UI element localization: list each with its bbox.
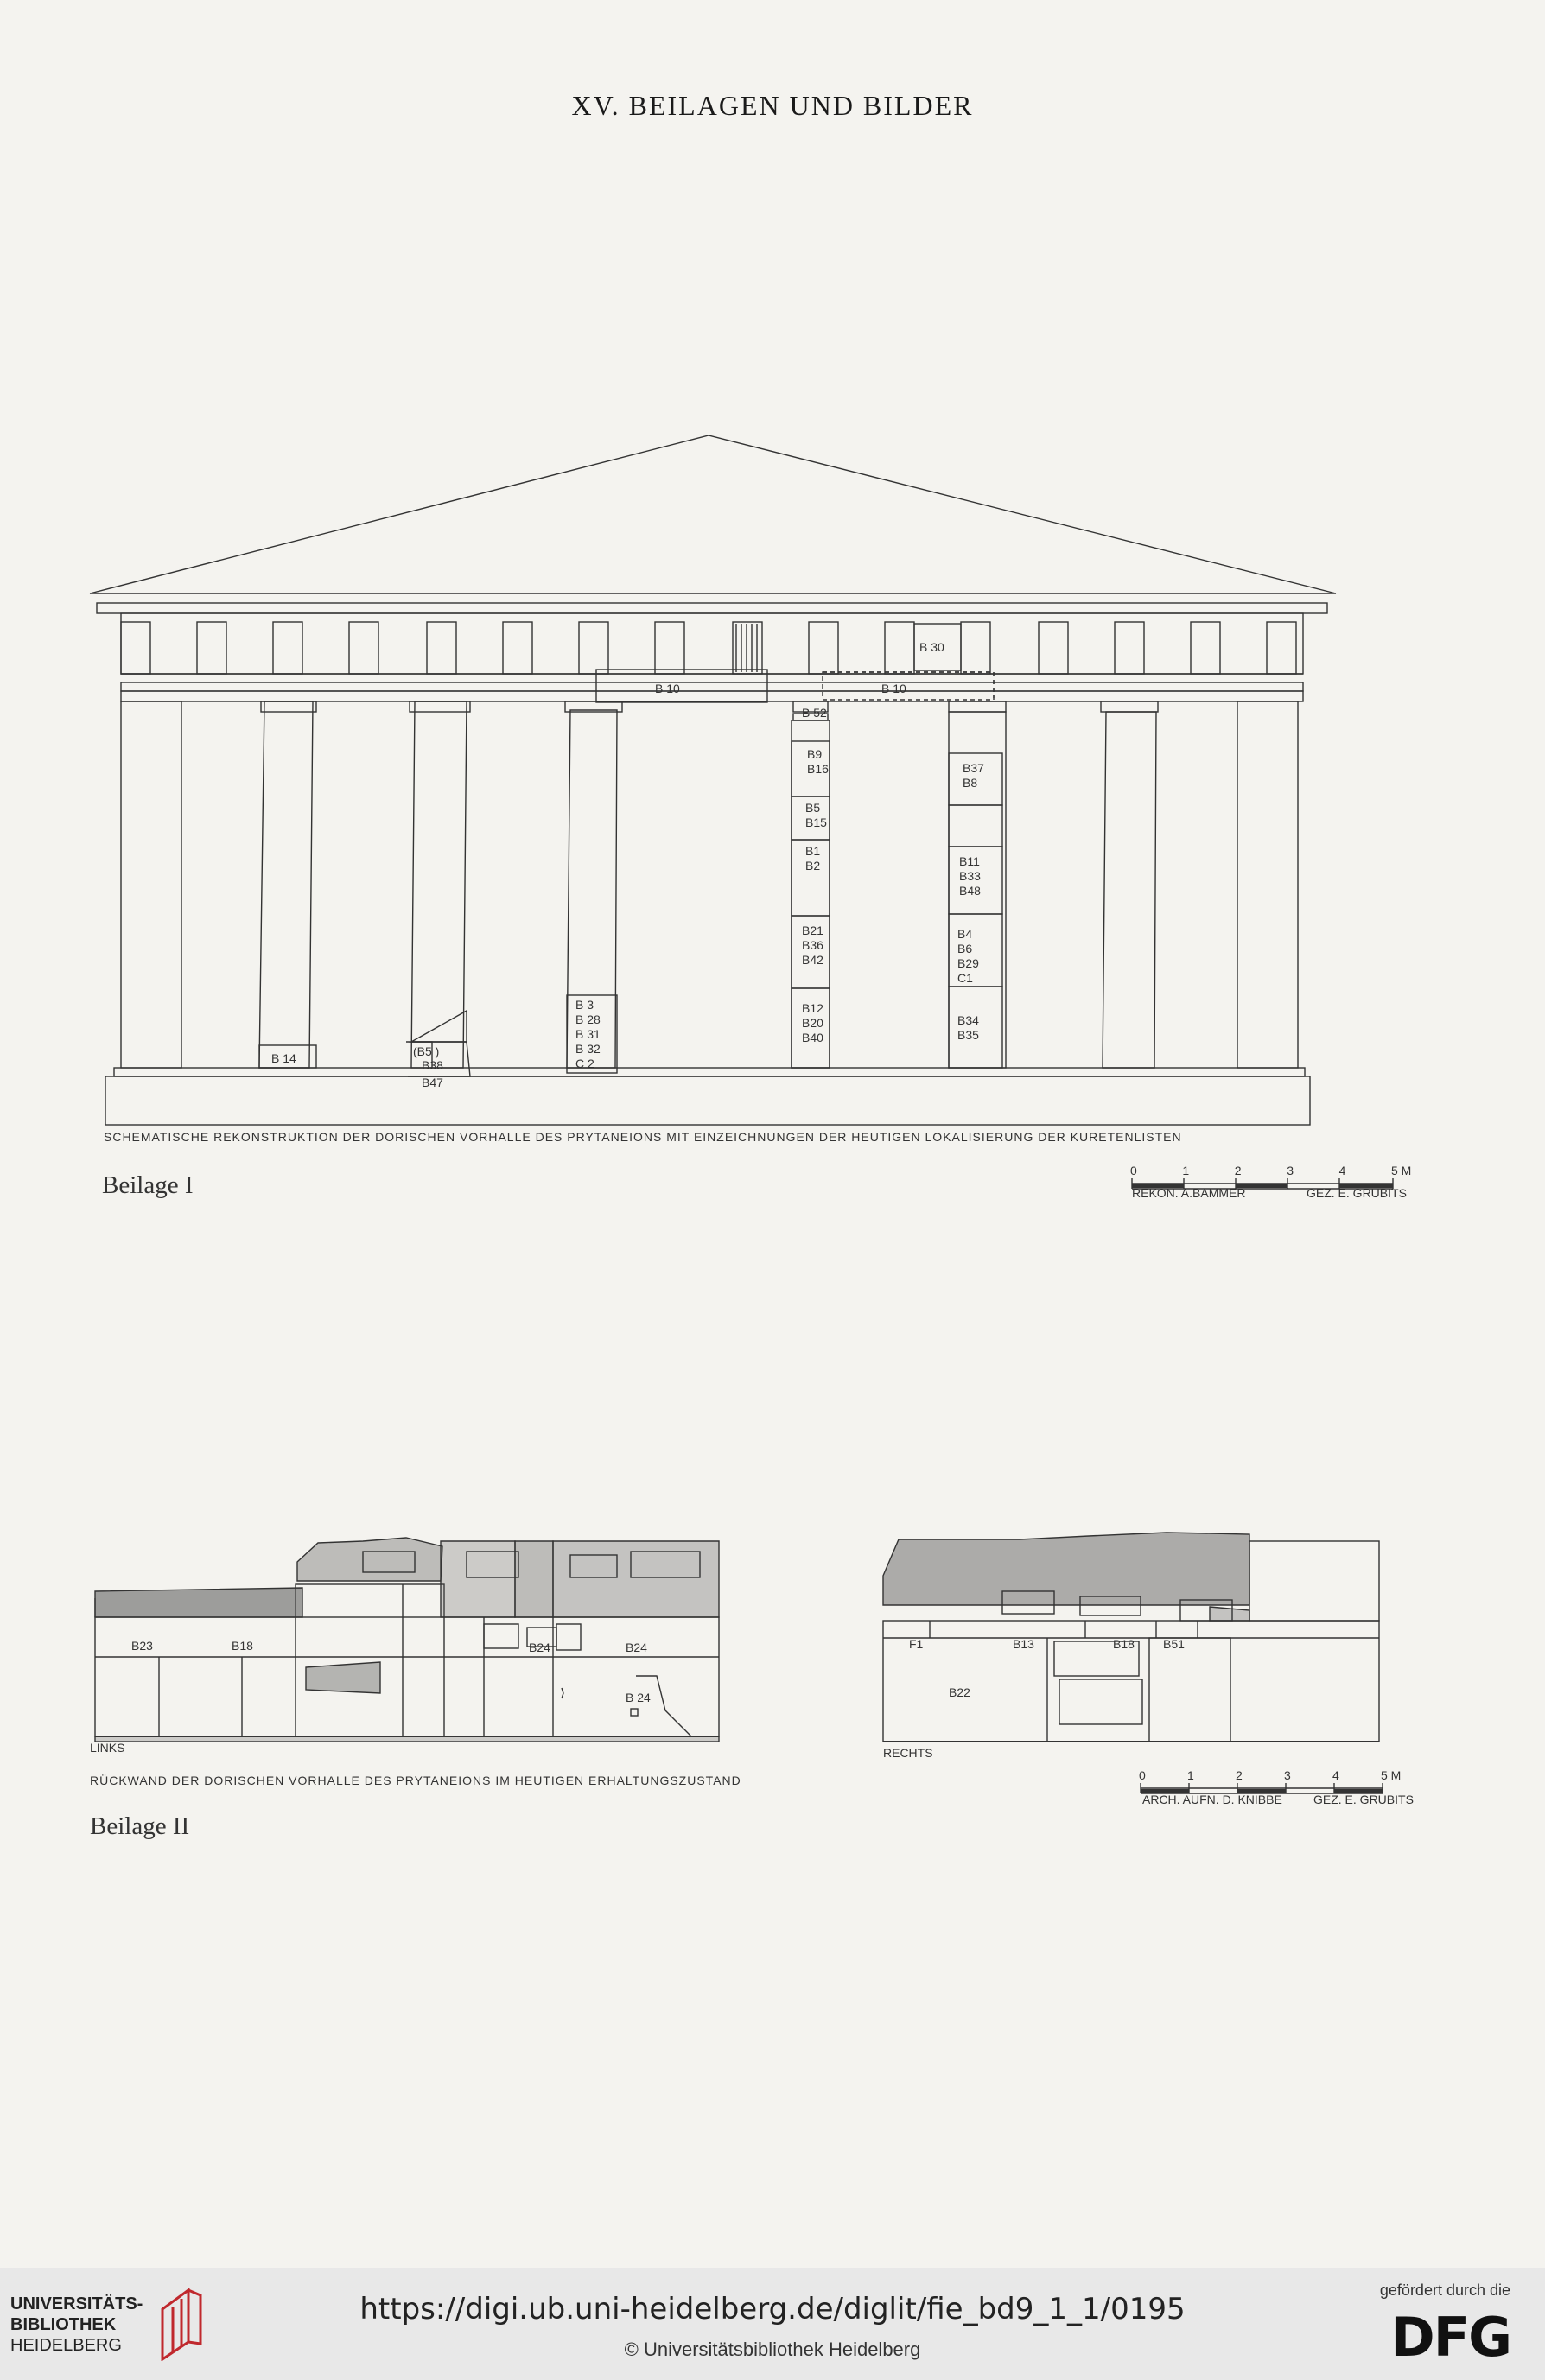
wall-left-label: LINKS [90,1741,124,1755]
temple-elevation [89,435,1337,1126]
block-b38: B38 [422,1058,443,1072]
triglyphs [120,621,1297,675]
block-b30: B 30 [919,640,944,654]
scale-tick-label: 1 [1187,1768,1194,1782]
wall-block-b18-right: B18 [1113,1637,1135,1651]
scale-tick-label: 0 [1130,1164,1137,1177]
scale-tick-label: 5 M [1391,1164,1411,1177]
scale-bar-1 [1131,1178,1394,1190]
wall-right [882,1532,1380,1742]
scale-tick-label: 3 [1287,1164,1294,1177]
scale-ticks-1: 0 1 2 3 4 5 M [1130,1164,1411,1177]
credit-1-left: REKON. A.BAMMER [1132,1186,1245,1200]
wall-labels: B23 B18 B24 B24 B 24 F1 B13 B18 B51 B22 … [90,1637,1185,1760]
wall-block-b24c: B 24 [626,1691,651,1704]
scale-tick-label: 4 [1339,1164,1346,1177]
scale-tick-label: 2 [1235,1164,1242,1177]
scale-tick-label: 1 [1182,1164,1189,1177]
wall-block-b13: B13 [1013,1637,1034,1651]
block-b10-left: B 10 [655,682,680,695]
scale-ticks-2: 0 1 2 3 4 5 M [1139,1768,1401,1782]
columns [120,701,1299,1069]
wall-block-b23: B23 [131,1639,153,1653]
scale-bar-2 [1140,1783,1383,1794]
plates-drawing: B 30 B 10 B 10 B 52 B 14 (B5 ) B38 B47 B… [89,435,1414,1806]
footer-bar: UNIVERSITÄTS- BIBLIOTHEK HEIDELBERG http… [0,2268,1545,2380]
library-logo-icon [161,2288,202,2361]
funding-label: gefördert durch die [1379,2282,1510,2299]
scale-tick-label: 2 [1236,1768,1243,1782]
block-b10-right: B 10 [881,682,906,695]
credit-1-right: GEZ. E. GRUBITS [1307,1186,1407,1200]
beilage1-label: Beilage I [102,1171,194,1199]
block-b52: B 52 [802,706,827,720]
scale-tick-label: 0 [1139,1768,1146,1782]
library-name: UNIVERSITÄTS- BIBLIOTHEK HEIDELBERG [10,2294,143,2355]
copyright-text: © Universitätsbibliothek Heidelberg [624,2339,921,2360]
block-labels-1: B 30 B 10 B 10 B 52 B 14 (B5 ) B38 B47 [271,640,944,1089]
wall-block-b51: B51 [1163,1637,1185,1651]
beilage2-caption: RÜCKWAND DER DORISCHEN VORHALLE DES PRYT… [90,1773,741,1787]
scale-tick-label: 3 [1284,1768,1291,1782]
scale-tick-label: 4 [1332,1768,1339,1782]
page-title: XV. BEILAGEN UND BILDER [571,90,974,121]
beilage1-caption: SCHEMATISCHE REKONSTRUKTION DER DORISCHE… [104,1130,1182,1144]
block-b5: (B5 ) [413,1044,439,1058]
wall-block-b24a: B24 [529,1641,550,1654]
wall-block-b24b: B24 [626,1641,647,1654]
dfg-logo: DFG [1390,2306,1512,2369]
credit-2-right: GEZ. E. GRUBITS [1313,1793,1414,1806]
wall-left [94,1537,720,1737]
scale-tick-label: 5 M [1381,1768,1401,1782]
wall-block-b18: B18 [232,1639,253,1653]
wall-block-b22: B22 [949,1685,970,1699]
credit-2-left: ARCH. AUFN. D. KNIBBE [1142,1793,1282,1806]
wall-right-label: RECHTS [883,1746,933,1760]
block-b47: B47 [422,1076,443,1089]
wall-block-f1: F1 [909,1637,924,1651]
page-url-link[interactable]: https://digi.ub.uni-heidelberg.de/diglit… [359,2292,1186,2326]
block-b14: B 14 [271,1051,296,1065]
beilage2-label: Beilage II [90,1812,190,1840]
